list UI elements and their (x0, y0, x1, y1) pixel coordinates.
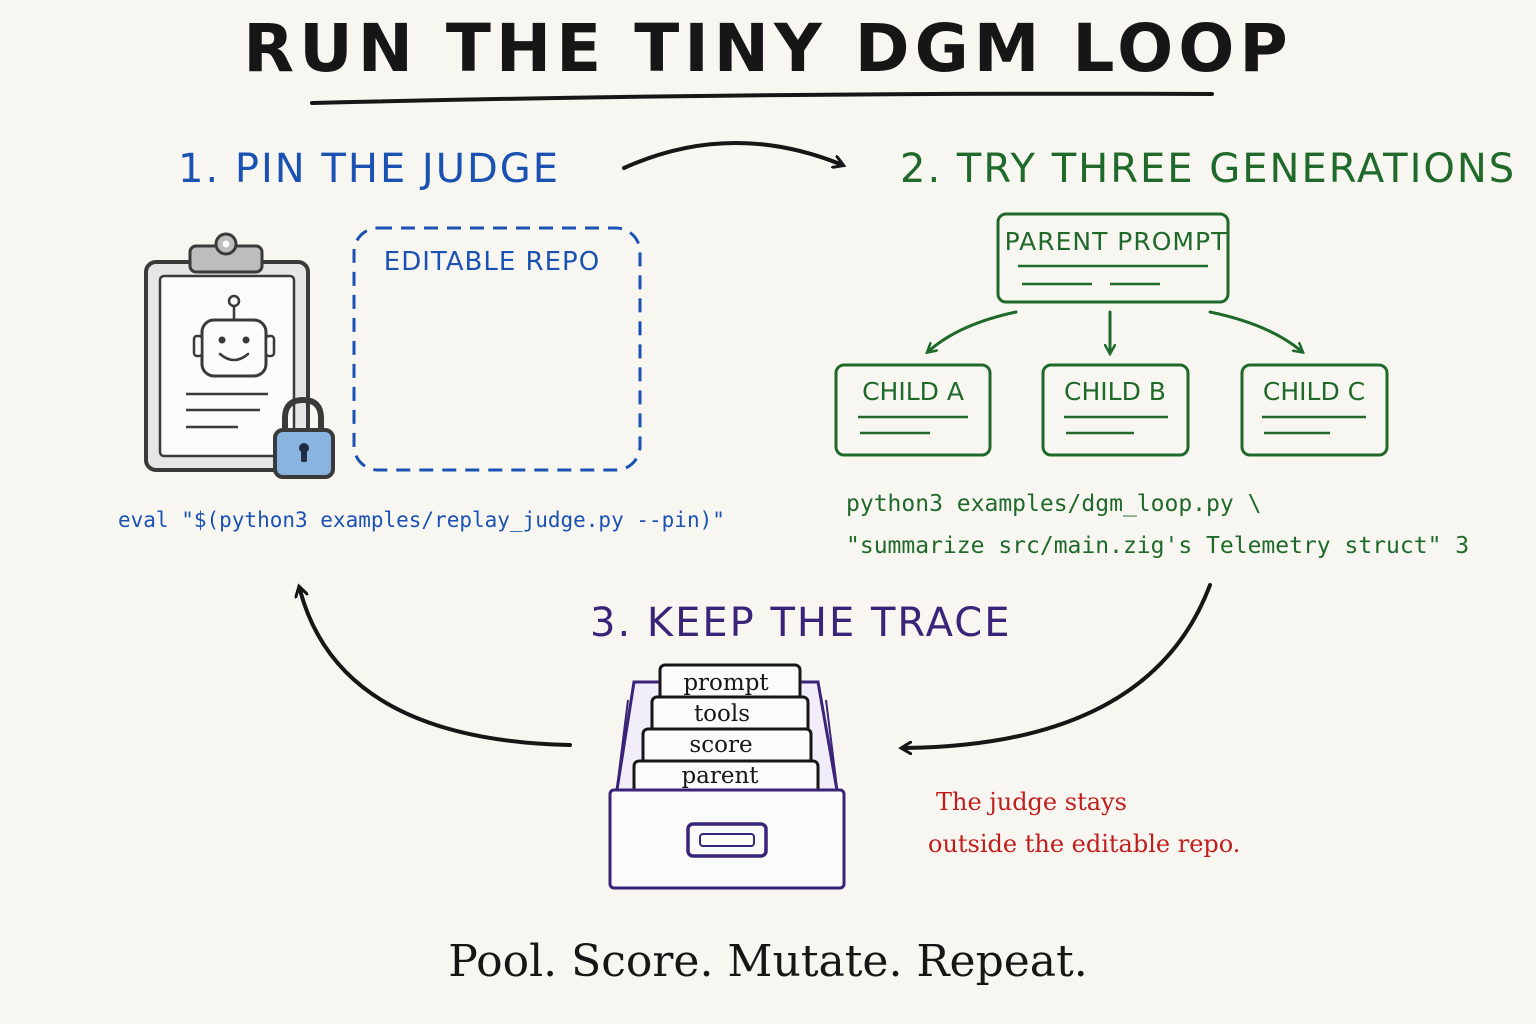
dgm-loop-command-line2: "summarize src/main.zig's Telemetry stru… (846, 533, 1470, 559)
motto: Pool. Score. Mutate. Repeat. (448, 936, 1088, 987)
child-label-c: CHILD C (1263, 377, 1365, 406)
file-drawer-icon (608, 663, 846, 890)
page-title: RUN THE TINY DGM LOOP (243, 10, 1293, 87)
arrow-to-child-a (930, 310, 1018, 350)
pin-judge-command: eval "$(python3 examples/replay_judge.py… (118, 508, 725, 532)
dgm-loop-command-line1: python3 examples/dgm_loop.py \ (846, 491, 1262, 517)
editable-repo-label: EDITABLE REPO (384, 247, 600, 277)
title-underline (310, 91, 1214, 105)
child-box-a (834, 363, 992, 457)
parent-prompt-box (996, 212, 1230, 304)
child-box-c (1240, 363, 1389, 457)
child-box-b (1041, 363, 1190, 457)
child-label-a: CHILD A (862, 377, 964, 406)
step-2-heading: 2. TRY THREE GENERATIONS (900, 146, 1517, 192)
step-3-heading: 3. KEEP THE TRACE (590, 600, 1012, 646)
card-label-tools: tools (694, 701, 750, 727)
judge-note-line2: outside the editable repo. (928, 830, 1241, 858)
card-label-parent: parent (681, 763, 759, 789)
editable-repo-box (352, 226, 642, 472)
arrow-step1-to-step2 (622, 141, 840, 170)
card-label-score: score (689, 732, 752, 758)
judge-note-line1: The judge stays (936, 788, 1127, 816)
child-label-b: CHILD B (1064, 377, 1166, 406)
robot-icon (192, 294, 276, 378)
step-1-heading: 1. PIN THE JUDGE (178, 146, 561, 192)
card-label-prompt: prompt (683, 670, 769, 696)
parent-prompt-label: PARENT PROMPT (1005, 227, 1228, 256)
arrow-to-child-c (1208, 310, 1300, 350)
arrow-step2-to-step3 (905, 583, 1212, 748)
arrow-step3-to-step1 (300, 590, 572, 747)
lock-icon (273, 396, 335, 479)
